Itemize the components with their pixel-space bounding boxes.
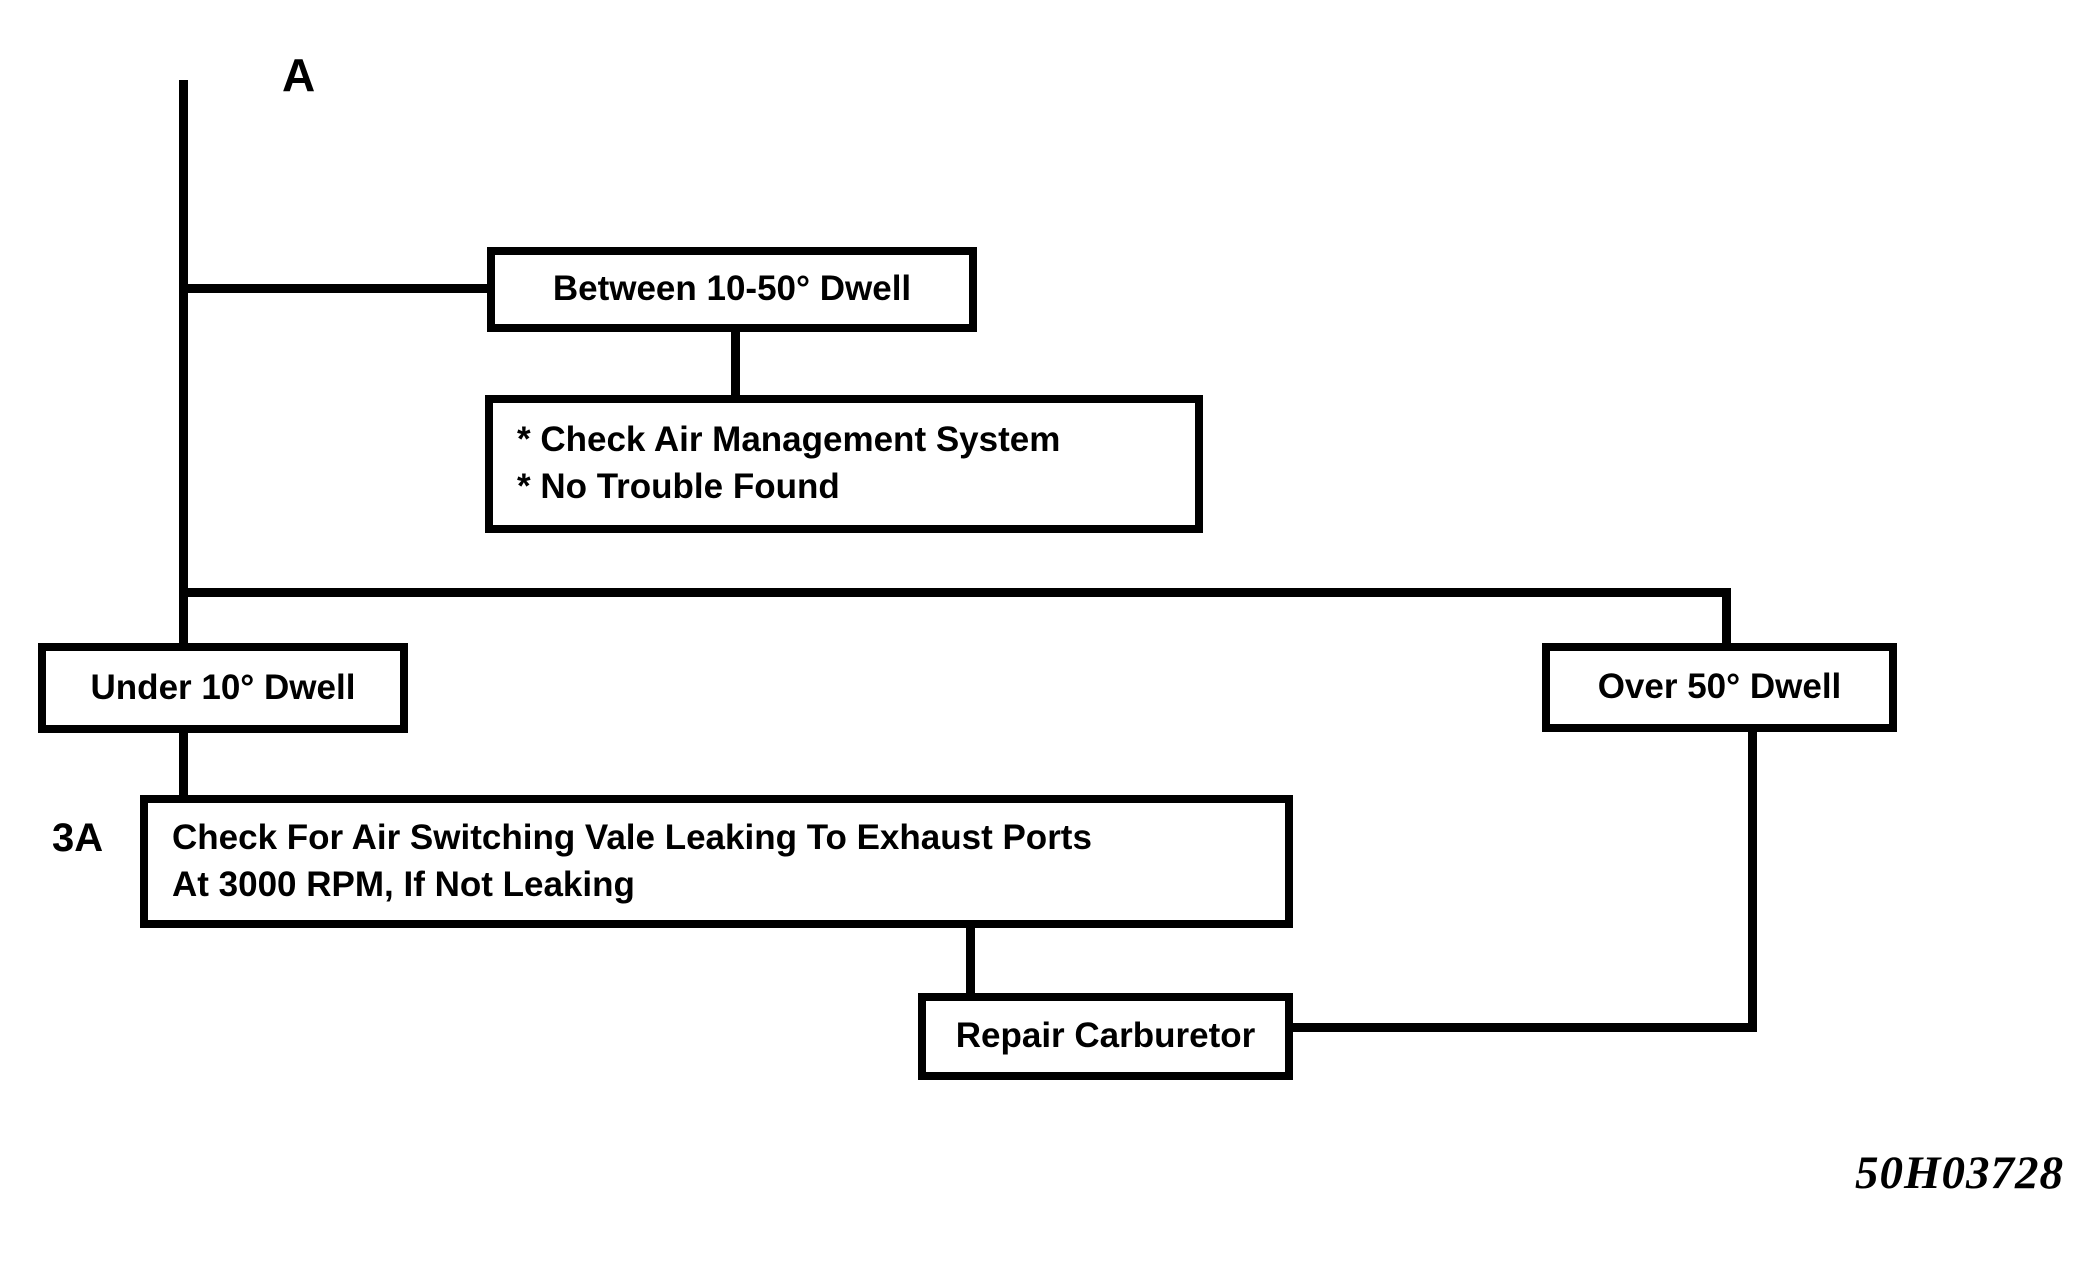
node-under-dwell-text: Under 10° Dwell	[90, 667, 356, 707]
connector-drop-to-over-box	[1722, 588, 1731, 648]
node-check-valve-line1: Check For Air Switching Vale Leaking To …	[172, 817, 1092, 857]
node-between-dwell: Between 10-50° Dwell	[487, 247, 977, 332]
branch-label-a: A	[282, 49, 316, 101]
connector-over-to-repair-horiz	[1290, 1023, 1757, 1032]
node-repair-carburetor-text: Repair Carburetor	[955, 1016, 1256, 1056]
connector-main-vertical	[179, 80, 188, 798]
node-check-air-management: * Check Air Management System * No Troub…	[485, 395, 1203, 533]
node-between-dwell-text: Between 10-50° Dwell	[552, 269, 912, 309]
node-repair-carburetor: Repair Carburetor	[918, 993, 1293, 1080]
node-under-dwell: Under 10° Dwell	[38, 643, 408, 733]
node-check-air-line1: * Check Air Management System	[517, 420, 1061, 460]
connector-over-to-repair-vert	[1748, 730, 1757, 1032]
figure-code: 50H03728	[1855, 1147, 2065, 1199]
node-over-dwell-text: Over 50° Dwell	[1597, 667, 1842, 707]
node-over-dwell: Over 50° Dwell	[1542, 643, 1897, 732]
step-label-3a: 3A	[52, 816, 104, 860]
connector-between-to-checkair	[731, 330, 740, 398]
connector-to-between-box	[183, 284, 491, 293]
connector-3a-to-repair	[966, 924, 975, 996]
node-check-valve-line2: At 3000 RPM, If Not Leaking	[172, 864, 635, 904]
connector-branch-horizontal	[179, 588, 1731, 597]
node-check-air-line2: * No Trouble Found	[517, 467, 840, 506]
node-check-air-switching-valve: Check For Air Switching Vale Leaking To …	[140, 795, 1293, 928]
